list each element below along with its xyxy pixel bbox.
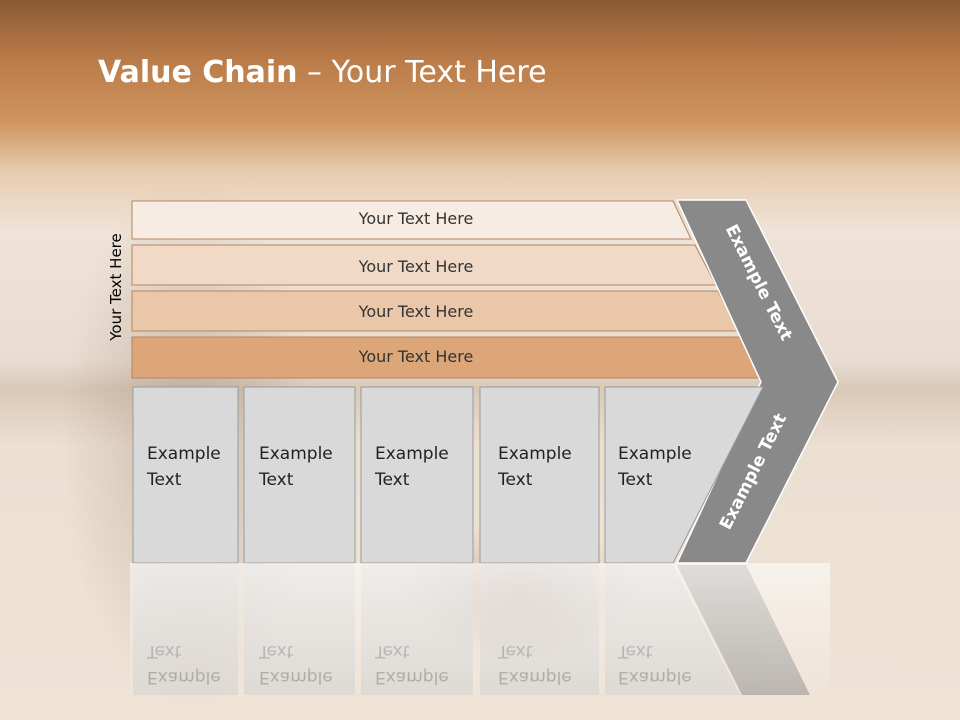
bar-4-label: Your Text Here (358, 347, 474, 366)
box-2-line1: Example (259, 444, 333, 464)
bar-2-label: Your Text Here (358, 257, 474, 276)
box-3 (360, 386, 474, 564)
box-1-line2: Text (146, 470, 182, 490)
box-5-line1: Example (618, 444, 692, 464)
title-bold: Value Chain (98, 55, 298, 90)
bar-3-label: Your Text Here (358, 302, 474, 321)
box-4-line2: Text (497, 470, 533, 490)
reflection-fade (130, 563, 830, 703)
title-rest: – Your Text Here (297, 55, 547, 90)
box-2 (243, 386, 356, 564)
bar-1 (131, 200, 692, 240)
box-2-line2: Text (258, 470, 294, 490)
box-5-line2: Text (617, 470, 653, 490)
box-3-line1: Example (375, 444, 449, 464)
box-1-line1: Example (147, 444, 221, 464)
box-4-line1: Example (498, 444, 572, 464)
bar-1-label: Your Text Here (358, 209, 474, 228)
page-title: Value Chain – Your Text Here (98, 55, 547, 90)
box-3-line2: Text (374, 470, 410, 490)
box-4 (479, 386, 600, 564)
